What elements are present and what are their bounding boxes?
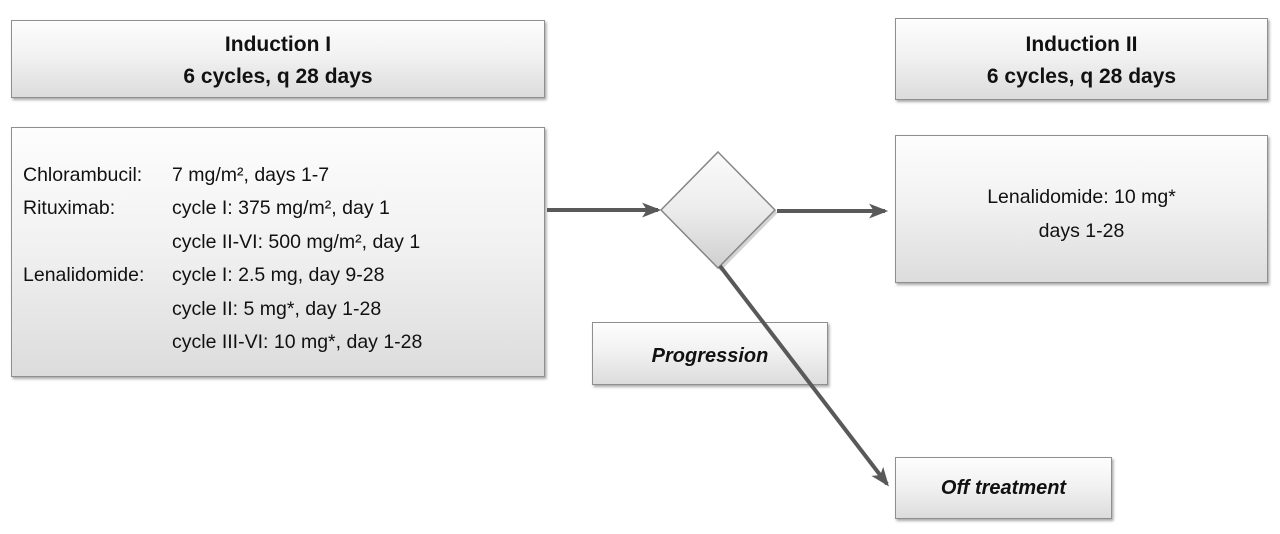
induction-2-title: Induction II	[1025, 33, 1138, 56]
induction-1-title: Induction I	[224, 33, 332, 56]
drug-label: Lenalidomide:	[23, 264, 145, 287]
dose-text: cycle III-VI: 10 mg*, day 1-28	[172, 331, 423, 354]
off-treatment-label: Off treatment	[940, 476, 1067, 499]
decision-diamond-shadow	[663, 155, 778, 271]
induction-1-regimen-box: Chlorambucil: 7 mg/m², days 1-7 Rituxima…	[11, 127, 545, 377]
maintenance-dose: Lenalidomide: 10 mg*	[987, 186, 1176, 208]
induction-2-box: Induction II 6 cycles, q 28 days	[895, 18, 1268, 100]
dose-text: cycle I: 2.5 mg, day 9-28	[172, 264, 385, 287]
induction-2-regimen-box: Lenalidomide: 10 mg* days 1-28	[895, 135, 1268, 283]
regimen-row: cycle III-VI: 10 mg*, day 1-28	[23, 326, 538, 359]
dose-text: 7 mg/m², days 1-7	[172, 164, 330, 186]
induction-1-subtitle: 6 cycles, q 28 days	[183, 65, 373, 88]
induction-2-subtitle: 6 cycles, q 28 days	[986, 65, 1177, 88]
regimen-row: cycle II: 5 mg*, day 1-28	[23, 293, 538, 326]
decision-diamond	[659, 150, 777, 270]
progression-label: Progression	[651, 344, 769, 367]
progression-box: Progression	[592, 322, 828, 385]
drug-label: Rituximab:	[23, 197, 116, 220]
regimen-row: cycle II-VI: 500 mg/m², day 1	[23, 226, 538, 259]
regimen-row: Chlorambucil: 7 mg/m², days 1-7	[23, 159, 538, 192]
dose-text: cycle II-VI: 500 mg/m², day 1	[172, 230, 421, 253]
regimen-row: Rituximab: cycle I: 375 mg/m², day 1	[23, 192, 538, 225]
dose-text: cycle I: 375 mg/m², day 1	[172, 197, 390, 220]
induction-1-box: Induction I 6 cycles, q 28 days	[11, 20, 545, 98]
regimen-row: Lenalidomide: cycle I: 2.5 mg, day 9-28	[23, 259, 538, 292]
drug-label	[23, 226, 172, 259]
drug-label: Chlorambucil:	[23, 164, 143, 186]
drug-label	[23, 326, 172, 359]
maintenance-days: days 1-28	[1038, 220, 1125, 242]
off-treatment-box: Off treatment	[895, 457, 1112, 519]
dose-text: cycle II: 5 mg*, day 1-28	[172, 297, 382, 320]
drug-label	[23, 293, 172, 326]
